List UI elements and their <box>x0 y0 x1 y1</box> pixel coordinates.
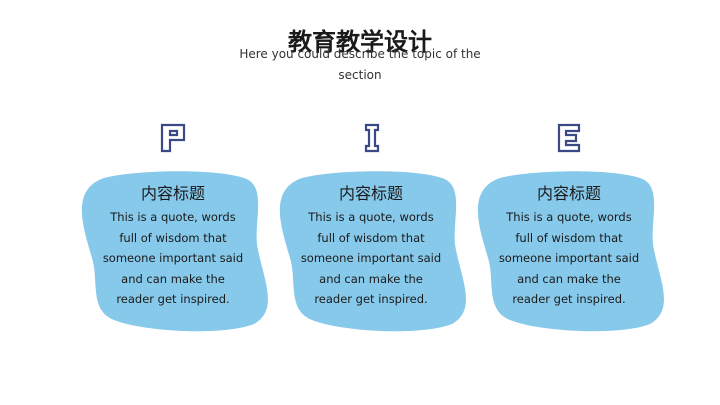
letter-e-icon <box>557 123 581 153</box>
letter-p-icon <box>160 123 186 153</box>
card-text: This is a quote, words full of wisdom th… <box>102 210 244 306</box>
slide-subtitle: Here you could describe the topic of the… <box>239 47 481 82</box>
letter-i-icon <box>364 123 380 153</box>
content-card-2: 内容标题 This is a quote, words full of wisd… <box>272 170 470 332</box>
card-text: This is a quote, words full of wisdom th… <box>498 210 640 306</box>
content-card-3: 内容标题 This is a quote, words full of wisd… <box>470 170 668 332</box>
blob-shape <box>477 171 664 332</box>
card-heading: 内容标题 <box>140 184 205 203</box>
slide-title: 教育教学设计 <box>288 28 432 56</box>
blob-shape <box>81 171 268 332</box>
blob-shape <box>279 171 466 332</box>
card-heading: 内容标题 <box>536 184 601 203</box>
card-text: This is a quote, words full of wisdom th… <box>300 210 442 306</box>
card-heading: 内容标题 <box>338 184 403 203</box>
content-card-1: 内容标题 This is a quote, words full of wisd… <box>74 170 272 332</box>
